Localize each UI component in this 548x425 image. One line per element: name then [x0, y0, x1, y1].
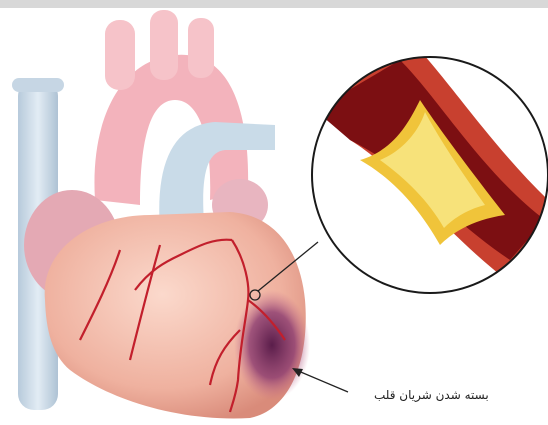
magnified-artery: [300, 40, 548, 293]
infarct-zone: [234, 290, 310, 400]
top-border: [0, 0, 548, 8]
caption-label: بسته شدن شریان قلب: [374, 388, 489, 402]
